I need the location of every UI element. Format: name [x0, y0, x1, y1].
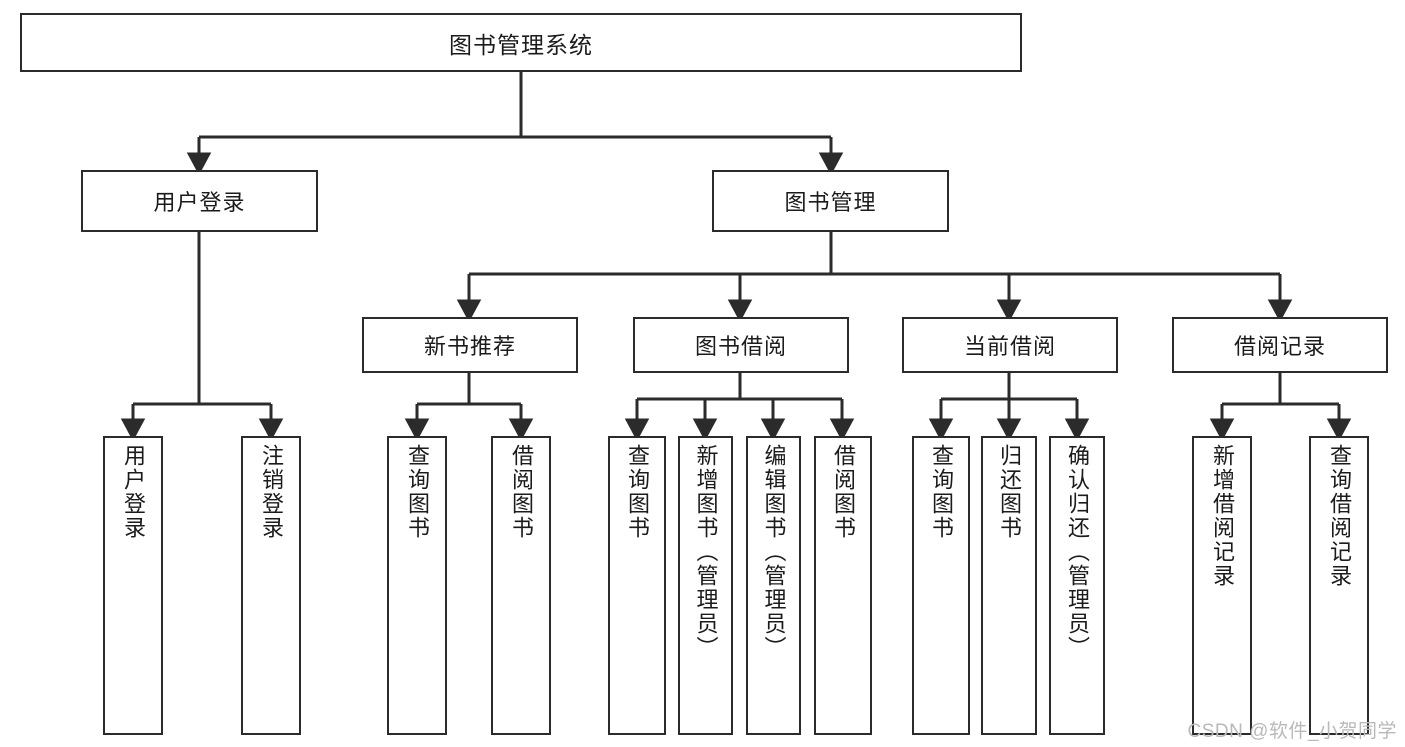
node-label: 新书推荐 — [423, 334, 516, 359]
node-leaf-borrow-book-1[interactable]: 借阅图书 — [491, 436, 551, 735]
node-leaf-user-login[interactable]: 用户登录 — [103, 436, 163, 735]
node-leaf-confirm-return-admin[interactable]: 确认归还（管理员） — [1049, 436, 1105, 735]
node-new-book-recommend[interactable]: 新书推荐 — [362, 317, 578, 373]
node-label: 借阅记录 — [1233, 334, 1326, 359]
csdn-watermark: CSDN @软件_小贺同学 — [1187, 721, 1397, 742]
node-label: 当前借阅 — [963, 334, 1056, 359]
node-label: 新增借阅记录 — [1209, 444, 1235, 588]
node-label: 新增图书（管理员） — [693, 444, 719, 660]
node-leaf-add-borrow-record[interactable]: 新增借阅记录 — [1192, 436, 1252, 735]
node-book-borrow[interactable]: 图书借阅 — [633, 317, 849, 373]
node-leaf-logout-login[interactable]: 注销登录 — [241, 436, 301, 735]
node-leaf-add-book-admin[interactable]: 新增图书（管理员） — [678, 436, 733, 735]
node-label: 用户登录 — [153, 190, 246, 215]
node-leaf-query-book-3[interactable]: 查询图书 — [912, 436, 970, 735]
node-label: 编辑图书（管理员） — [761, 444, 787, 660]
node-book-management-system[interactable]: 图书管理系统 — [20, 13, 1022, 72]
node-label: 查询图书 — [928, 444, 954, 540]
node-leaf-query-borrow-record[interactable]: 查询借阅记录 — [1309, 436, 1369, 735]
node-label: 用户登录 — [120, 444, 146, 540]
node-label: 注销登录 — [258, 444, 284, 540]
node-leaf-query-book-1[interactable]: 查询图书 — [387, 436, 447, 735]
node-label: 归还图书 — [996, 444, 1022, 540]
node-label: 借阅图书 — [508, 444, 534, 540]
node-label: 图书管理系统 — [449, 31, 593, 58]
node-label: 确认归还（管理员） — [1064, 444, 1090, 660]
node-current-borrow[interactable]: 当前借阅 — [902, 317, 1118, 373]
node-label: 查询借阅记录 — [1326, 444, 1352, 588]
node-label: 图书管理 — [784, 190, 877, 215]
node-book-management[interactable]: 图书管理 — [712, 170, 949, 232]
node-leaf-edit-book-admin[interactable]: 编辑图书（管理员） — [746, 436, 801, 735]
node-user-login[interactable]: 用户登录 — [81, 170, 318, 232]
node-leaf-borrow-book-2[interactable]: 借阅图书 — [814, 436, 872, 735]
node-label: 查询图书 — [624, 444, 650, 540]
node-label: 查询图书 — [404, 444, 430, 540]
node-leaf-query-book-2[interactable]: 查询图书 — [608, 436, 666, 735]
node-label: 图书借阅 — [694, 334, 787, 359]
node-label: 借阅图书 — [830, 444, 856, 540]
node-borrow-record[interactable]: 借阅记录 — [1172, 317, 1388, 373]
node-leaf-return-book[interactable]: 归还图书 — [981, 436, 1037, 735]
